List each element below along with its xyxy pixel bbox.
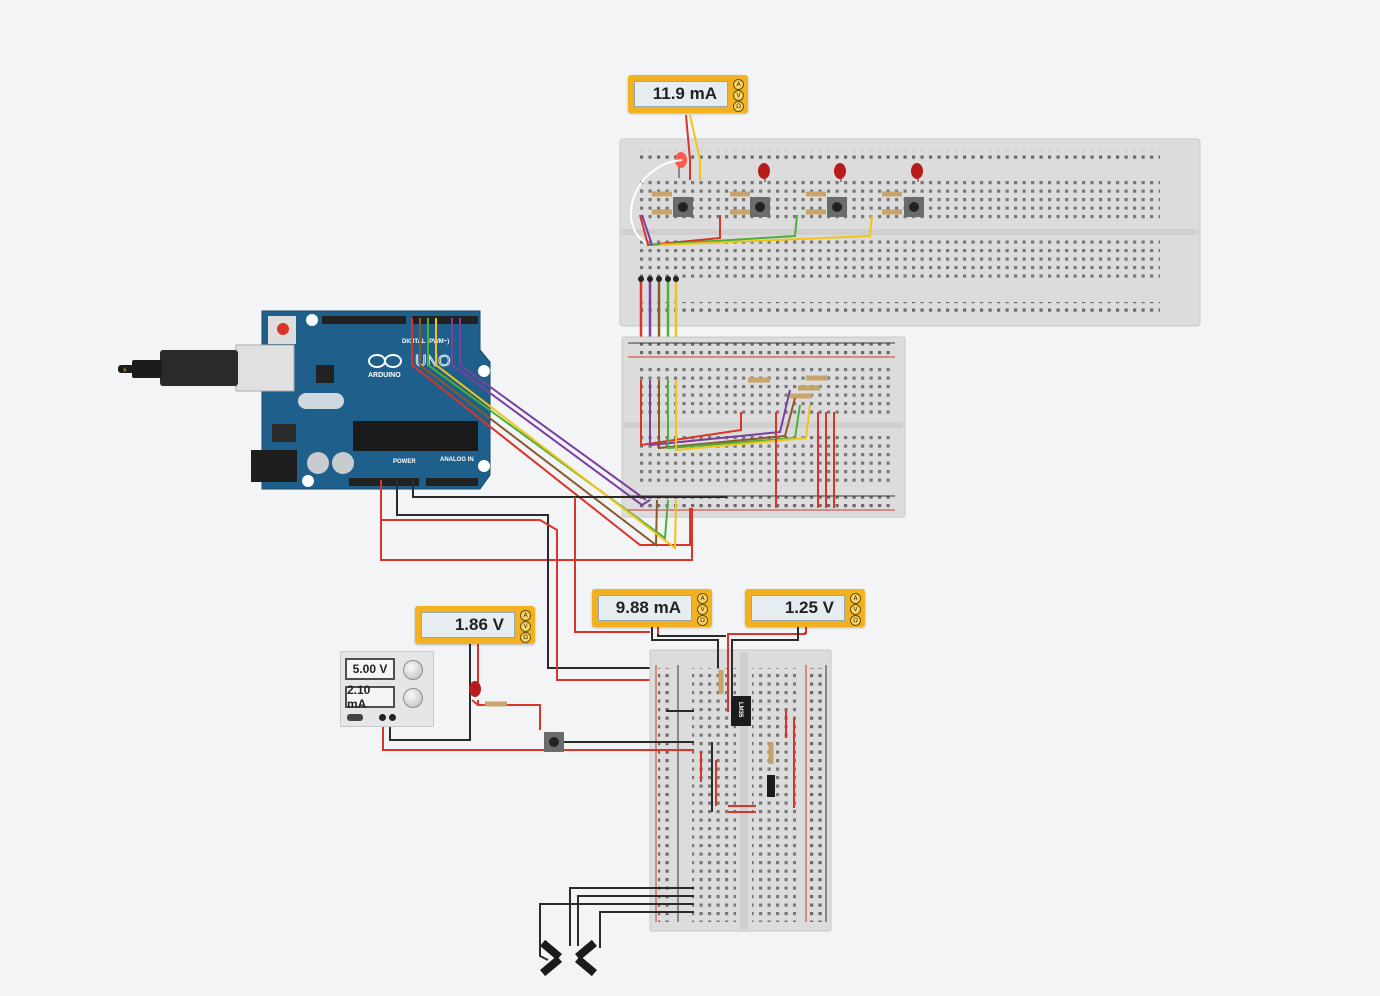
- led-red-4[interactable]: [911, 163, 923, 182]
- mode-ohm-icon[interactable]: Ω: [697, 615, 708, 626]
- meter-mode-knobs[interactable]: A V Ω: [850, 593, 861, 626]
- usb-bolt-icon: ⚡: [122, 366, 128, 375]
- arduino-logo-icon: [368, 354, 402, 368]
- psu-negative-terminal[interactable]: [379, 714, 386, 721]
- arduino-digital-header: DIGITAL (PWM~): [402, 339, 449, 345]
- arduino-brand-text: ARDUINO: [368, 372, 401, 379]
- mode-volt-icon[interactable]: V: [850, 604, 861, 615]
- breadboard-large[interactable]: [619, 138, 1201, 327]
- mode-amp-icon[interactable]: A: [850, 593, 861, 604]
- mode-volt-icon[interactable]: V: [520, 621, 531, 632]
- psu-current-display: 2.10 mA: [345, 683, 395, 711]
- mode-amp-icon[interactable]: A: [697, 593, 708, 604]
- multimeter-mid-current[interactable]: 9.88 mA A V Ω: [592, 589, 712, 627]
- mode-ohm-icon[interactable]: Ω: [733, 101, 744, 112]
- multimeter-left[interactable]: 1.86 V A V Ω: [415, 606, 535, 644]
- wires-top-board[interactable]: [630, 114, 873, 247]
- led-left[interactable]: [469, 681, 481, 697]
- psu-power-switch-icon[interactable]: [347, 714, 363, 721]
- arduino-power-header: POWER: [393, 459, 416, 465]
- multimeter-top[interactable]: 11.9 mA A V Ω: [628, 75, 748, 113]
- psu-positive-terminal[interactable]: [389, 714, 396, 721]
- psu-voltage-knob-icon[interactable]: [403, 660, 423, 680]
- arduino-uno-board[interactable]: [251, 310, 491, 490]
- led-red-2[interactable]: [758, 163, 770, 182]
- pushbutton-1[interactable]: [673, 197, 693, 217]
- pushbutton-4[interactable]: [904, 197, 924, 217]
- resistors-middle: [748, 375, 828, 399]
- mode-volt-icon[interactable]: V: [733, 90, 744, 101]
- diode-bridge[interactable]: [540, 939, 597, 977]
- pushbutton-3[interactable]: [827, 197, 847, 217]
- wires-arduino[interactable]: [380, 318, 693, 681]
- mode-amp-icon[interactable]: A: [733, 79, 744, 90]
- meter-mode-knobs[interactable]: A V Ω: [733, 79, 744, 112]
- wires-bottom-board[interactable]: [651, 632, 806, 813]
- mode-volt-icon[interactable]: V: [697, 604, 708, 615]
- meter-display: 1.86 V: [421, 612, 515, 638]
- meter-mode-knobs[interactable]: A V Ω: [520, 610, 531, 643]
- pushbutton-2[interactable]: [750, 197, 770, 217]
- mode-amp-icon[interactable]: A: [520, 610, 531, 621]
- pushbutton-left[interactable]: [544, 732, 564, 752]
- wires-middle-board[interactable]: [640, 380, 835, 508]
- ic-label: LM35: [737, 702, 743, 718]
- power-supply[interactable]: 5.00 V 2.10 mA: [340, 651, 434, 727]
- usb-cable[interactable]: [118, 344, 295, 392]
- meter-mode-knobs[interactable]: A V Ω: [697, 593, 708, 626]
- arduino-analog-header: ANALOG IN: [440, 457, 474, 463]
- diode-bottom: [767, 775, 775, 797]
- arduino-model-text: UNO: [415, 353, 451, 370]
- breadboard-middle[interactable]: [621, 336, 906, 518]
- resistors-top: [652, 191, 902, 215]
- ic-lm35-chip[interactable]: [731, 696, 751, 726]
- meter-display: 11.9 mA: [634, 81, 728, 107]
- multimeter-mid-voltage[interactable]: 1.25 V A V Ω: [745, 589, 865, 627]
- led-red-3[interactable]: [834, 163, 846, 182]
- mode-ohm-icon[interactable]: Ω: [850, 615, 861, 626]
- mode-ohm-icon[interactable]: Ω: [520, 632, 531, 643]
- wires-rectifier[interactable]: [539, 887, 694, 961]
- meter-display: 9.88 mA: [598, 595, 692, 621]
- psu-voltage-display: 5.00 V: [345, 658, 395, 680]
- meter-display: 1.25 V: [751, 595, 845, 621]
- psu-current-knob-icon[interactable]: [403, 688, 423, 708]
